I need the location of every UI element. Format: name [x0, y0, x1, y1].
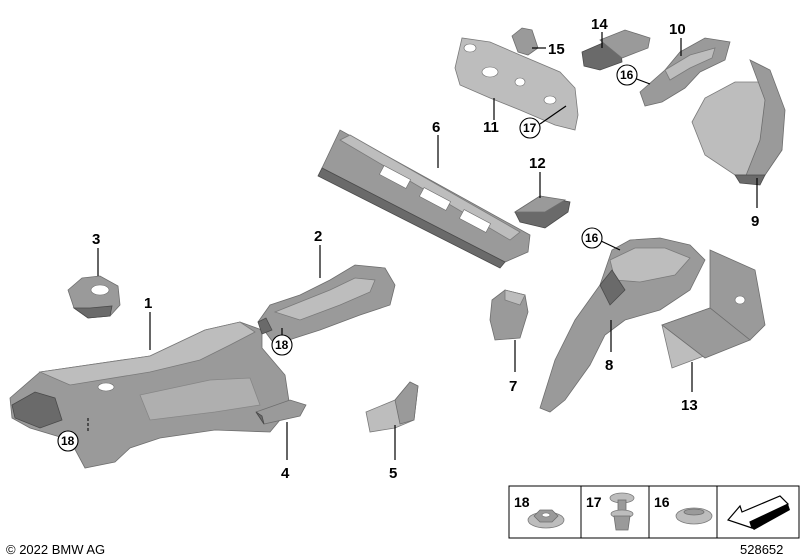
circled-18-upper-label: 18 [275, 338, 289, 352]
callout-6[interactable]: 6 [432, 119, 440, 136]
part-12-insulation-pad[interactable] [513, 195, 571, 229]
callout-1[interactable]: 1 [144, 295, 152, 312]
part-11-panel-insulation[interactable] [454, 37, 579, 131]
circled-17[interactable] [519, 117, 541, 139]
callout-3[interactable]: 3 [92, 231, 100, 248]
callout-7[interactable]: 7 [509, 378, 517, 395]
circled-16-lower[interactable] [581, 227, 603, 249]
callout-15[interactable]: 15 [548, 41, 565, 58]
part-15-foam-pad[interactable] [511, 27, 539, 56]
legend-label-17: 17 [586, 494, 602, 510]
callout-4[interactable]: 4 [281, 465, 290, 482]
part-14-insulation-block[interactable] [581, 29, 651, 71]
circled-16-upper-label: 16 [620, 68, 634, 82]
part-4-insulation-pad[interactable] [255, 399, 307, 425]
callout-10[interactable]: 10 [669, 21, 686, 38]
part-1-tunnel-insulation[interactable] [9, 321, 291, 469]
part-13-box-insulation[interactable] [661, 249, 766, 369]
part-7-bracket-insulation[interactable] [489, 289, 529, 341]
part-8-wheelarch-insulation[interactable] [539, 237, 706, 413]
callout-9[interactable]: 9 [751, 213, 759, 230]
circled-18-lower-label: 18 [61, 434, 75, 448]
circled-16-upper[interactable] [616, 64, 638, 86]
circled-18-lower[interactable] [57, 430, 79, 452]
nut-icon [527, 509, 565, 529]
part-2-heat-shield[interactable] [257, 264, 396, 346]
part-9-cover-insulation[interactable] [691, 59, 786, 186]
circled-16-lower-label: 16 [585, 231, 599, 245]
clip-icon [609, 492, 635, 531]
circled-17-label: 17 [523, 121, 537, 135]
callout-2[interactable]: 2 [314, 228, 322, 245]
view-direction-arrow-icon [726, 495, 790, 530]
callout-14[interactable]: 14 [591, 16, 608, 33]
copyright-text: © 2022 BMW AG [6, 542, 105, 557]
legend-label-18: 18 [514, 494, 530, 510]
callout-8[interactable]: 8 [605, 357, 613, 374]
legend-strip: 18 17 16 [508, 485, 800, 539]
callout-11[interactable]: 11 [483, 119, 499, 136]
part-5-wedge-insulation[interactable] [365, 381, 419, 433]
callout-5[interactable]: 5 [389, 465, 397, 482]
legend-label-16: 16 [654, 494, 670, 510]
part-10-foam-strip[interactable] [639, 37, 731, 107]
callout-13[interactable]: 13 [681, 397, 698, 414]
part-3-insulation-block[interactable] [67, 275, 121, 319]
push-rivet-icon [675, 507, 713, 525]
part-6-rail-insulation[interactable] [317, 129, 531, 269]
callout-12[interactable]: 12 [529, 155, 546, 172]
leader-17 [539, 105, 567, 125]
diagram-number: 528652 [740, 542, 783, 557]
circled-18-upper[interactable] [271, 334, 293, 356]
leader-16b [600, 240, 621, 251]
